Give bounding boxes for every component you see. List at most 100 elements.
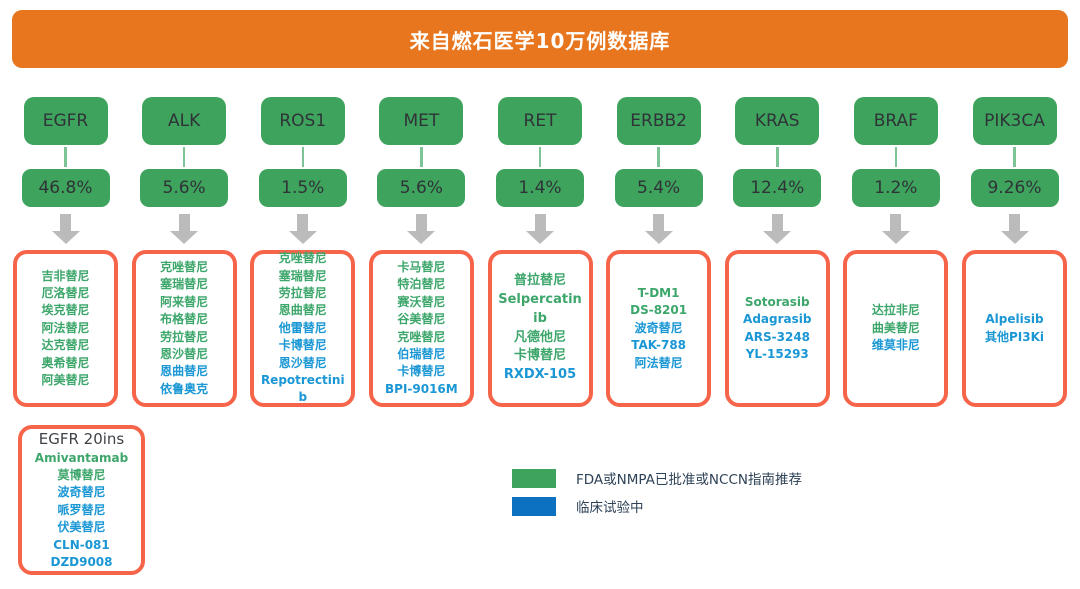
frequency-box-alk: 5.6% [140, 169, 229, 207]
down-arrow-head [1000, 231, 1029, 244]
drug-item: 达克替尼 [41, 338, 90, 353]
gene-box-pik3ca: PIK3CA [972, 97, 1057, 145]
drug-item: 恩沙替尼 [278, 355, 327, 370]
down-arrow-icon [881, 214, 910, 244]
drug-item: 克唑替尼 [160, 259, 209, 274]
connector-line [420, 147, 423, 167]
drug-item: 特泊替尼 [397, 277, 446, 292]
down-arrow-head [644, 231, 673, 244]
frequency-box-ros1: 1.5% [258, 169, 347, 207]
drug-item: 劳拉替尼 [278, 286, 327, 301]
legend-swatch-trial [512, 496, 556, 516]
drug-item: 曲美替尼 [871, 320, 920, 335]
connector-line [657, 147, 660, 167]
down-arrow-head [763, 231, 792, 244]
drug-item: 阿来替尼 [160, 294, 209, 309]
drug-item: 谷美替尼 [397, 312, 446, 327]
drug-item: 普拉替尼 [513, 272, 566, 288]
drug-item: 他雷替尼 [278, 320, 327, 335]
down-arrow-icon [288, 214, 317, 244]
drug-item: 凡德他尼 [513, 329, 566, 345]
drug-item: 赛沃替尼 [397, 294, 446, 309]
drug-item: 依鲁奥克 [160, 381, 209, 396]
drug-item: 克唑替尼 [278, 251, 327, 266]
drug-item: Adagrasib [743, 312, 812, 327]
drug-item: BPI-9016M [385, 381, 458, 396]
frequency-box-braf: 1.2% [851, 169, 940, 207]
drug-item: 塞瑞替尼 [278, 268, 327, 283]
drug-item: ARS-3248 [744, 329, 811, 344]
connector-line [1013, 147, 1016, 167]
drug-item: 波奇替尼 [57, 485, 106, 500]
legend-swatch-approved [512, 468, 556, 488]
drug-item: 恩曲替尼 [160, 364, 209, 379]
gene-box-ros1: ROS1 [260, 97, 345, 145]
connector-line [182, 147, 186, 167]
drug-item: 哌罗替尼 [57, 502, 106, 517]
down-arrow-stem [1009, 214, 1020, 231]
down-arrow-icon [526, 214, 554, 244]
drug-item: Selpercatinib [498, 291, 582, 326]
frequency-box-pik3ca: 9.26% [970, 169, 1059, 207]
drug-item: 克唑替尼 [397, 329, 446, 344]
down-arrow-icon [1000, 214, 1029, 244]
drug-item: 阿法替尼 [41, 320, 90, 335]
gene-box-met: MET [379, 97, 464, 145]
drug-item: 伯瑞替尼 [397, 346, 446, 361]
drug-item: 吉非替尼 [41, 268, 90, 283]
drug-item: 埃克替尼 [41, 303, 90, 318]
down-arrow-icon [763, 214, 792, 244]
drug-item: 卡博替尼 [397, 364, 446, 379]
drug-item: CLN-081 [53, 537, 110, 552]
drug-item: YL-15293 [745, 346, 809, 361]
drug-item: 莫博替尼 [57, 468, 106, 483]
egfr-20ins-title: EGFR 20ins [38, 429, 125, 448]
down-arrow-stem [60, 214, 71, 231]
drug-box-egfr: 吉非替尼厄洛替尼埃克替尼阿法替尼达克替尼奥希替尼阿美替尼 [13, 250, 118, 407]
frequency-box-met: 5.6% [377, 169, 466, 207]
connector-line [776, 147, 779, 167]
connector-line [64, 147, 67, 167]
down-arrow-stem [415, 214, 427, 231]
page-title: 来自燃石医学10万例数据库 [409, 28, 671, 53]
gene-box-egfr: EGFR [23, 97, 108, 145]
gene-box-ret: RET [498, 97, 582, 145]
gene-box-braf: BRAF [853, 97, 938, 145]
down-arrow-stem [297, 214, 309, 231]
gene-box-kras: KRAS [735, 97, 820, 145]
drug-item: 维莫非尼 [871, 338, 920, 353]
legend-label-trial: 临床试验中 [576, 500, 644, 516]
down-arrow-head [170, 231, 199, 244]
drug-item: 厄洛替尼 [41, 286, 90, 301]
down-arrow-icon [170, 214, 199, 244]
drug-item: Repotrectinib [260, 372, 345, 405]
drug-item: DS-8201 [630, 303, 688, 318]
title-banner: 来自燃石医学10万例数据库 [12, 10, 1068, 68]
drug-box-alk: 克唑替尼塞瑞替尼阿来替尼布格替尼劳拉替尼恩沙替尼恩曲替尼依鲁奥克 [131, 250, 237, 407]
legend-row-trial: 临床试验中 [512, 496, 802, 516]
drug-item: TAK-788 [631, 338, 687, 353]
down-arrow-icon [644, 214, 673, 244]
down-arrow-head [51, 231, 80, 244]
frequency-box-erbb2: 5.4% [614, 169, 703, 207]
connector-line [538, 147, 542, 167]
down-arrow-head [407, 231, 436, 244]
frequency-box-egfr: 46.8% [21, 169, 110, 207]
drug-item: 阿美替尼 [41, 372, 90, 387]
drug-item: 卡博替尼 [278, 338, 327, 353]
drug-item: DZD9008 [50, 554, 113, 569]
